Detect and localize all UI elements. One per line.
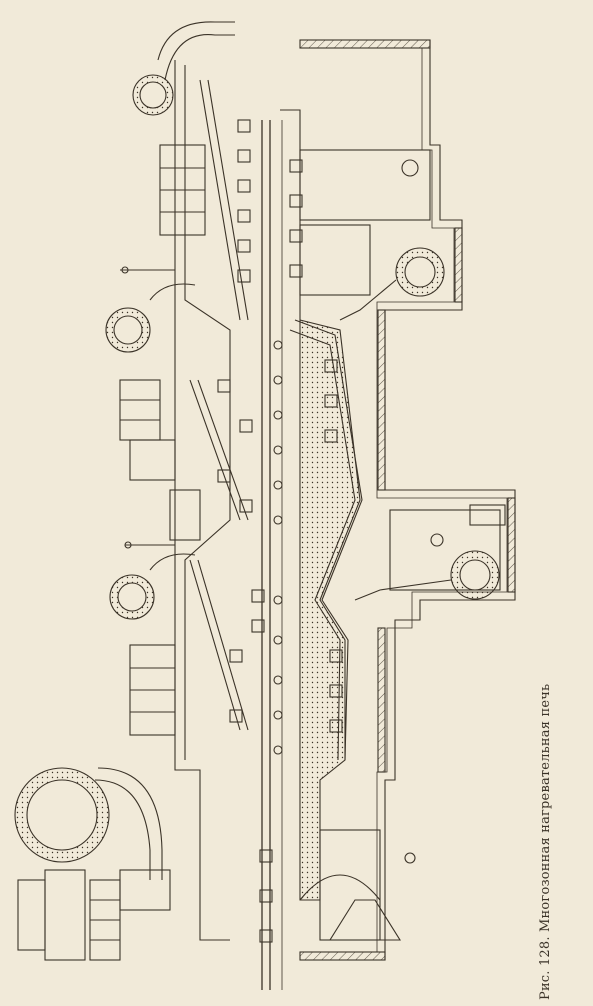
upper-burners: [217, 119, 273, 943]
roof-structure: [119, 60, 249, 941]
connecting-pipes: [120, 21, 452, 601]
fan-assembly: [14, 767, 171, 961]
roller-markers: [273, 340, 283, 755]
discharge-hood: [299, 852, 416, 941]
duct-insulation: [106, 75, 499, 619]
conveyor-rails: [261, 120, 283, 990]
figure-caption: Рис. 128. Многозонная нагревательная печ…: [538, 683, 553, 1000]
lower-burners: [289, 159, 343, 733]
hearth-lining: [280, 109, 363, 901]
